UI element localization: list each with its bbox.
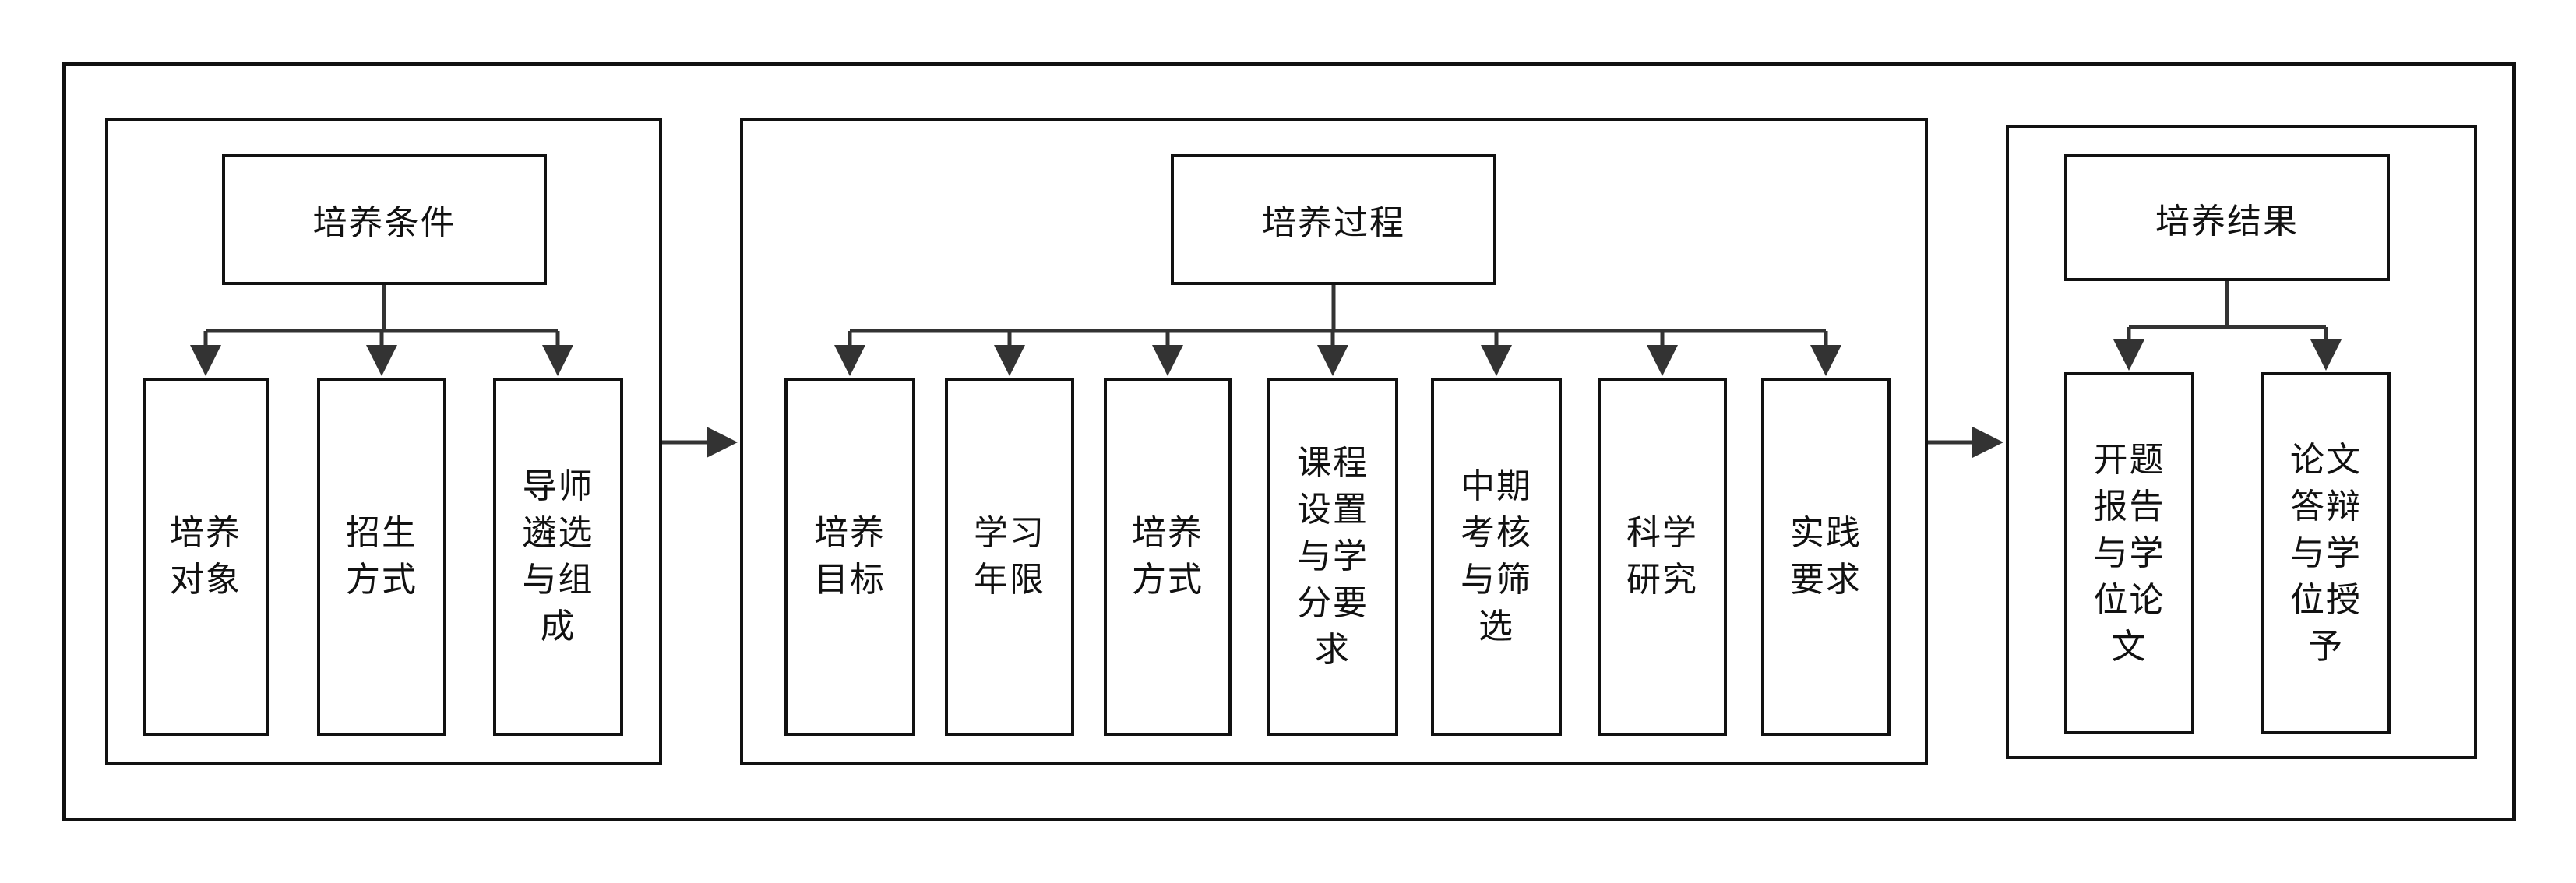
item-defense-degree: 论文 答辩 与学 位授 予 bbox=[2261, 372, 2391, 734]
item-training-goal: 培养 目标 bbox=[784, 378, 915, 736]
section-results-title: 培养结果 bbox=[2064, 154, 2390, 281]
item-training-target: 培养 对象 bbox=[143, 378, 269, 736]
item-enrollment-method: 招生 方式 bbox=[317, 378, 446, 736]
item-study-duration: 学习 年限 bbox=[945, 378, 1074, 736]
section-conditions-title: 培养条件 bbox=[222, 154, 547, 285]
item-midterm-assessment: 中期 考核 与筛 选 bbox=[1431, 378, 1562, 736]
item-scientific-research: 科学 研究 bbox=[1598, 378, 1727, 736]
item-curriculum-credits: 课程 设置 与学 分要 求 bbox=[1267, 378, 1398, 736]
section-process-title: 培养过程 bbox=[1171, 154, 1496, 285]
item-supervisor-selection: 导师 遴选 与组 成 bbox=[493, 378, 623, 736]
item-training-method: 培养 方式 bbox=[1104, 378, 1232, 736]
item-practice-requirements: 实践 要求 bbox=[1761, 378, 1891, 736]
item-proposal-thesis: 开题 报告 与学 位论 文 bbox=[2064, 372, 2194, 734]
